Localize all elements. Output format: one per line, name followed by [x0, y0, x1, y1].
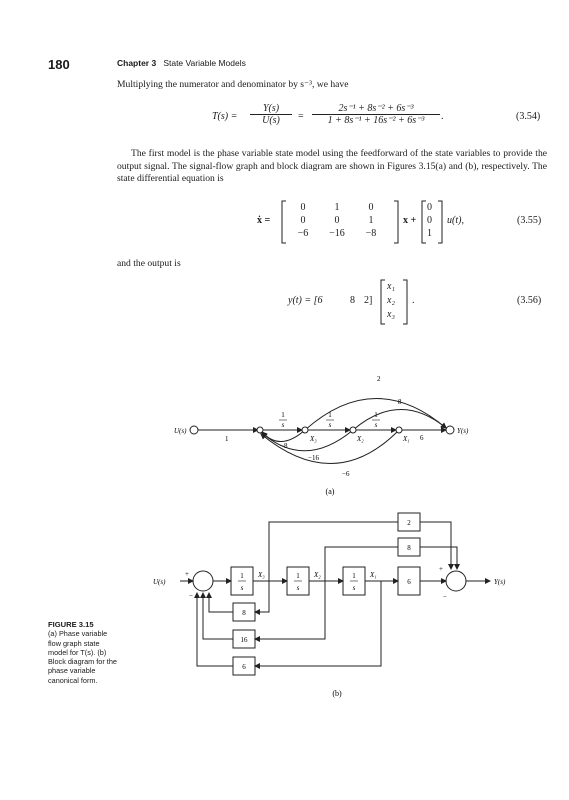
- matrix-a-cell: −8: [365, 228, 377, 239]
- chapter-label: Chapter 3: [117, 58, 157, 68]
- eq354-frac2-num: 2s⁻¹ + 8s⁻² + 6s⁻³: [338, 103, 414, 114]
- matrix-a-cell: 0: [334, 215, 340, 226]
- matrix-a-cell: −16: [329, 228, 345, 239]
- matrix-a-cell: 0: [368, 202, 374, 213]
- eq356-c-end: 2]: [364, 295, 373, 306]
- eq355-number: (3.55): [517, 215, 542, 226]
- fb-x1-label: X₁: [369, 571, 377, 579]
- vector-x-cell: x₁: [387, 281, 395, 292]
- fa-int1-den: s: [282, 421, 285, 429]
- eq354-lhs: T(s) =: [212, 111, 238, 122]
- running-header: Chapter 3 State Variable Models: [117, 58, 246, 68]
- fb-int3-num: 1: [352, 572, 356, 580]
- fa-fb-6: −6: [342, 470, 350, 478]
- figure-caption: FIGURE 3.15 (a) Phase variable flow grap…: [48, 620, 118, 685]
- eq355-b-brackets: [421, 200, 443, 244]
- vector-b-cell: 1: [427, 228, 432, 239]
- fb-block-16: 16: [241, 636, 249, 644]
- body-paragraph: The first model is the phase variable st…: [117, 148, 547, 185]
- eq354-frac1-den: U(s): [250, 114, 292, 126]
- eq355-x: x +: [403, 215, 417, 226]
- fa-ff-6: 6: [420, 434, 424, 442]
- figure-b-block-diagram: U(s) Y(s) + − + − 1 s 1 s 1 s X₃ X₂ X₁ 2…: [153, 512, 506, 698]
- intro-line: Multiplying the numerator and denominato…: [117, 79, 349, 90]
- equation-3-54: T(s) = Y(s) U(s) = 2s⁻¹ + 8s⁻² + 6s⁻³ 1 …: [212, 101, 552, 137]
- fa-int1-num: 1: [281, 411, 285, 419]
- eq356-number: (3.56): [517, 295, 542, 306]
- vector-b-cell: 0: [427, 202, 432, 213]
- caption-text: (a) Phase variable flow graph state mode…: [48, 629, 117, 685]
- fa-node-x3: [301, 426, 309, 434]
- matrix-a-cell: 1: [334, 202, 340, 213]
- eq354-equals: =: [298, 111, 304, 122]
- fa-y-label: Y(s): [457, 427, 469, 435]
- eq356-trail: .: [412, 295, 415, 306]
- fa-int3-den: s: [375, 421, 378, 429]
- equation-3-55: ẋ = 0 1 0 0 0 1 −6 −16 −8 x + 0 0 1 u(t), (3.55): [257, 199, 557, 245]
- figure-a-label: (a): [326, 487, 335, 496]
- eq354-number: (3.54): [516, 111, 541, 122]
- chapter-title: State Variable Models: [163, 58, 246, 68]
- figure-b-label: (b): [332, 689, 342, 698]
- caption-figure-number: FIGURE 3.15: [48, 620, 94, 629]
- fa-u-label: U(s): [174, 427, 187, 435]
- fb-u-label: U(s): [153, 578, 166, 586]
- fa-int2-num: 1: [328, 411, 332, 419]
- fb-sum2-minus: −: [443, 593, 447, 601]
- fa-ff-8: 8: [398, 398, 402, 406]
- fa-fb-16: −16: [308, 454, 319, 462]
- fa-node-x2: [349, 426, 357, 434]
- fa-int2-den: s: [329, 421, 332, 429]
- fb-int1-num: 1: [240, 572, 244, 580]
- eq354-frac2-den: 1 + 8s⁻¹ + 16s⁻² + 6s⁻³: [312, 114, 440, 126]
- eq354-frac1-num: Y(s): [262, 103, 280, 114]
- fb-x3-label: X₃: [257, 571, 265, 579]
- eq356-lhs: y(t) = [6: [288, 295, 323, 306]
- fb-y-label: Y(s): [494, 578, 506, 586]
- vector-b-cell: 0: [427, 215, 432, 226]
- fa-node-u: [189, 425, 199, 435]
- fb-block-6-fwd: 6: [407, 578, 411, 586]
- eq356-x-brackets: [380, 279, 408, 325]
- fb-block-6-fb: 6: [242, 663, 246, 671]
- eq354-frac2: 2s⁻¹ + 8s⁻² + 6s⁻³ 1 + 8s⁻¹ + 16s⁻² + 6s…: [312, 103, 440, 126]
- matrix-a-cell: 0: [300, 215, 306, 226]
- fb-block-2: 2: [407, 519, 411, 527]
- eq355-matrix-brackets: [281, 200, 399, 244]
- fa-ff-2: 2: [377, 375, 381, 383]
- fb-x2-label: X₂: [313, 571, 321, 579]
- fb-sum1-minus: −: [189, 592, 193, 600]
- fa-x3-label: X₃: [309, 435, 317, 443]
- matrix-a-cell: −6: [297, 228, 309, 239]
- fa-x2-label: X₂: [356, 435, 364, 443]
- eq355-u: u(t),: [447, 215, 464, 226]
- figure-a-signal-flow-graph: U(s) Y(s) 1 1 s 1 s 1 s X₃ X₂ X₁ 2 8 6 −…: [174, 375, 469, 496]
- fb-block-8-fb: 8: [242, 609, 246, 617]
- fb-int2-num: 1: [296, 572, 300, 580]
- fa-node-sum: [256, 426, 264, 434]
- fb-int1-den: s: [241, 584, 244, 592]
- matrix-a-cell: 1: [368, 215, 374, 226]
- fa-gain-in: 1: [225, 435, 229, 443]
- equation-3-56: y(t) = [6 8 2] x₁ x₂ x₃ . (3.56): [288, 278, 558, 326]
- fa-int3-num: 1: [374, 411, 378, 419]
- eq356-c-mid: 8: [350, 295, 355, 306]
- output-line: and the output is: [117, 258, 181, 269]
- eq354-trail: .: [441, 111, 444, 122]
- vector-x-cell: x₂: [387, 295, 395, 306]
- vector-x-cell: x₃: [387, 309, 395, 320]
- fb-sum1-plus: +: [185, 570, 189, 578]
- fa-node-x1: [395, 426, 403, 434]
- page-number: 180: [48, 57, 70, 72]
- fb-sum2-plus: +: [439, 565, 443, 573]
- fa-node-y: [445, 425, 455, 435]
- fb-int2-den: s: [297, 584, 300, 592]
- matrix-a-cell: 0: [300, 202, 306, 213]
- eq355-lhs: ẋ =: [257, 215, 271, 226]
- fb-block-8-top: 8: [407, 544, 411, 552]
- eq354-frac1: Y(s) U(s): [250, 103, 292, 126]
- fa-x1-label: X₁: [402, 435, 410, 443]
- fb-int3-den: s: [353, 584, 356, 592]
- fa-fb-8: −8: [280, 442, 288, 450]
